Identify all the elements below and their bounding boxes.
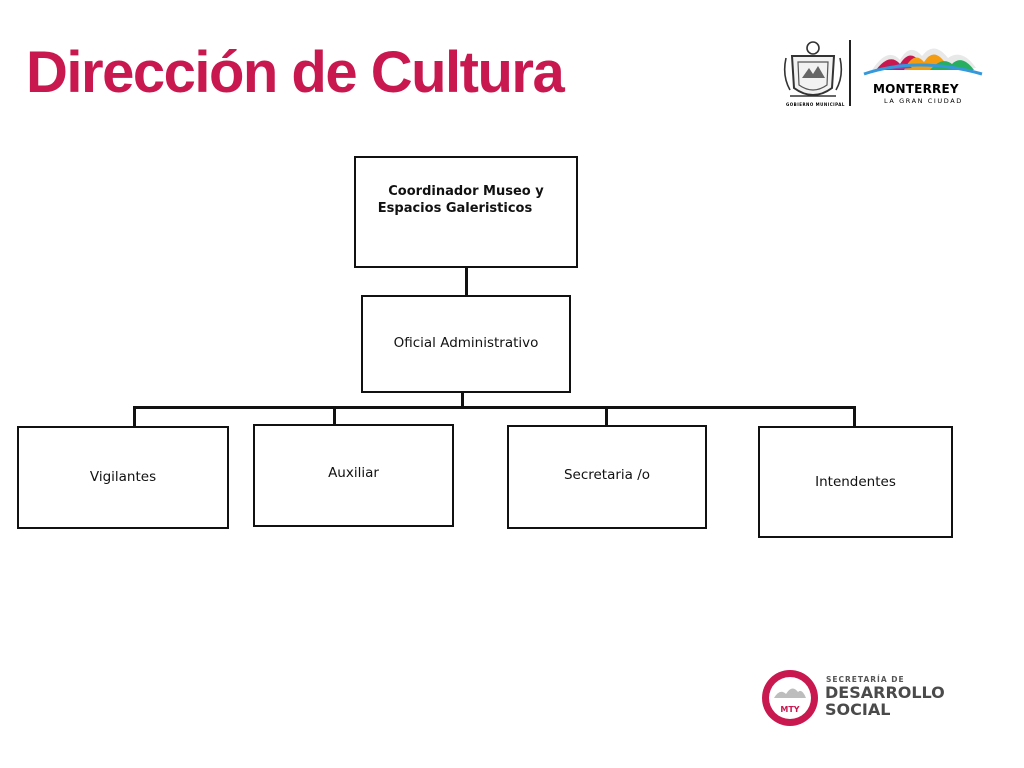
connector-drop-3 — [605, 406, 608, 427]
org-node-intendentes: Intendentes — [758, 426, 953, 538]
connector-drop-2 — [333, 406, 336, 426]
social-label: SOCIAL — [825, 700, 891, 719]
org-node-coordinator: Coordinador Museo y Espacios Galeristico… — [354, 156, 578, 268]
connector-level2-bus — [461, 391, 464, 408]
monterrey-tagline: LA GRAN CIUDAD — [884, 97, 963, 105]
secretaria-label: SECRETARÍA DE — [826, 675, 905, 684]
connector-bus — [133, 406, 856, 409]
coat-of-arms-icon — [783, 41, 843, 97]
page-title: Dirección de Cultura — [26, 40, 565, 105]
org-node-secretaria: Secretaria /o — [507, 425, 707, 529]
connector-drop-1 — [133, 406, 136, 428]
org-node-auxiliar-label: Auxiliar — [328, 464, 379, 481]
mty-badge-text: MTY — [780, 705, 799, 714]
desarrollo-label: DESARROLLO — [825, 683, 945, 702]
org-node-auxiliar: Auxiliar — [253, 424, 454, 527]
org-node-vigilantes-label: Vigilantes — [89, 469, 157, 485]
org-node-coordinator-line1: Coordinador Museo y — [388, 184, 544, 199]
logo-divider — [849, 40, 851, 106]
org-node-intendentes-label: Intendentes — [815, 473, 896, 490]
connector-drop-4 — [853, 406, 856, 428]
monterrey-mountains-icon — [863, 48, 983, 76]
org-node-secretaria-label: Secretaria /o — [563, 466, 651, 483]
municipal-caption: GOBIERNO MUNICIPAL — [786, 102, 845, 107]
org-node-coordinator-line2: Espacios Galeristicos — [377, 201, 533, 216]
org-node-oficial-administrativo-label: Oficial Administrativo — [393, 334, 539, 351]
monterrey-name: MONTERREY — [873, 82, 959, 96]
org-node-vigilantes: Vigilantes — [17, 426, 229, 529]
mty-badge-icon: MTY — [762, 670, 818, 726]
connector-root-level2 — [465, 267, 468, 297]
org-node-oficial-administrativo: Oficial Administrativo — [361, 295, 571, 393]
